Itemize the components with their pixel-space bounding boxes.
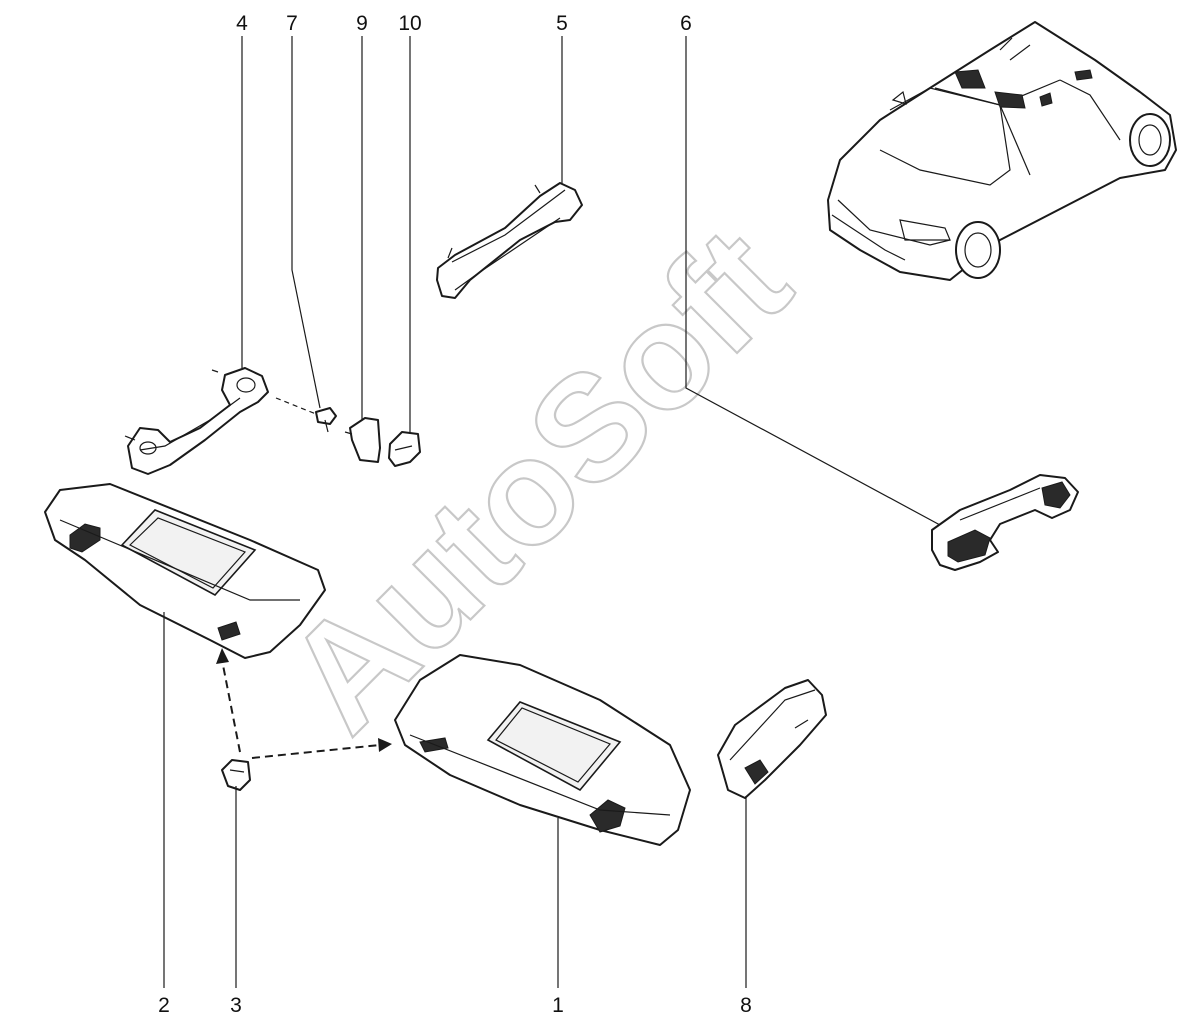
- callout-8: 8: [740, 994, 752, 1017]
- callout-6: 6: [680, 12, 692, 35]
- callout-3: 3: [230, 994, 242, 1017]
- callout-4: 4: [236, 12, 248, 35]
- part-5-grab-handle: [436, 182, 583, 299]
- car-illustration: [827, 21, 1177, 281]
- callout-10: 10: [398, 12, 421, 35]
- callout-1: 1: [552, 994, 564, 1017]
- assembly-arrows: [216, 397, 392, 759]
- callout-9: 9: [356, 12, 368, 35]
- callout-7: 7: [286, 12, 298, 35]
- callout-5: 5: [556, 12, 568, 35]
- callout-2: 2: [158, 994, 170, 1017]
- part-1-sun-visor-right: [394, 654, 691, 846]
- part-9-cap: [344, 417, 381, 463]
- part-2-sun-visor-left: [44, 483, 326, 659]
- part-7-screw: [315, 407, 337, 433]
- part-8-lamp: [717, 679, 827, 799]
- part-10-cover: [388, 431, 421, 467]
- part-4-grab-handle: [124, 367, 269, 475]
- part-6-grab-handle: [931, 474, 1079, 571]
- part-3-clip: [221, 759, 251, 791]
- leader-lines: [163, 36, 941, 988]
